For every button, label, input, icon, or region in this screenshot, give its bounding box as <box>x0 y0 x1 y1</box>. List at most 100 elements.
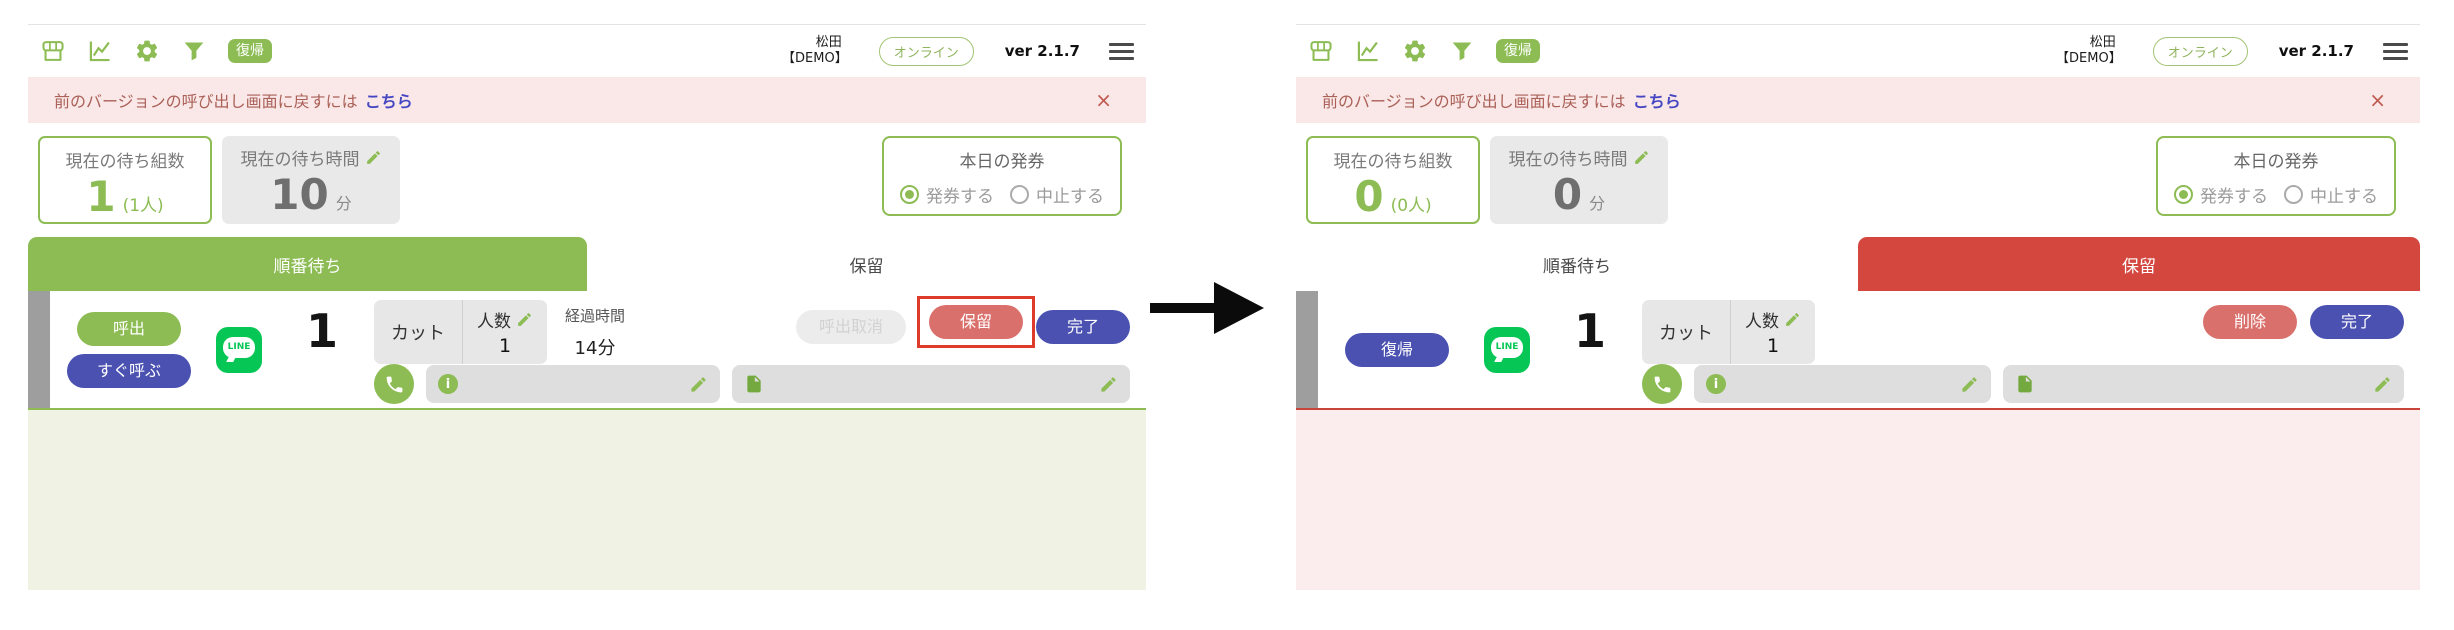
radio-stop-tickets[interactable]: 中止する <box>2284 182 2378 207</box>
cut-people-box: カット 人数 1 <box>1642 300 1815 364</box>
online-status-badge: オンライン <box>2152 36 2248 66</box>
radio-issue-tickets[interactable]: 発券する <box>900 182 994 207</box>
waiting-groups-label: 現在の待ち組数 <box>65 152 185 172</box>
storefront-icon[interactable] <box>40 38 66 64</box>
waiting-groups-value: 1 <box>86 172 116 221</box>
radio-unselected-icon[interactable] <box>2284 185 2303 204</box>
waiting-time-label: 現在の待ち時間 <box>1508 150 1628 170</box>
customer-info-field[interactable]: i <box>426 365 721 403</box>
waiting-list: 呼出 すぐ呼ぶ LINE 1 カット 人数 <box>28 291 1146 590</box>
pencil-icon[interactable] <box>365 149 382 166</box>
people-value: 1 <box>1766 335 1780 357</box>
waiting-groups-people: (1人) <box>122 196 164 216</box>
ticketing-title: 本日の発券 <box>959 152 1045 172</box>
screen-after: 復帰 松田 【DEMO】 オンライン ver 2.1.7 前のバージョンの呼び出… <box>1296 24 2420 590</box>
elapsed-value: 14分 <box>574 338 616 359</box>
document-icon <box>2015 374 2035 394</box>
close-icon[interactable]: × <box>1095 88 1112 112</box>
user-block: 松田 【DEMO】 <box>2056 35 2122 66</box>
filter-icon[interactable] <box>181 38 207 64</box>
storefront-icon[interactable] <box>1308 38 1334 64</box>
restore-badge[interactable]: 復帰 <box>1496 39 1540 63</box>
radio-unselected-icon[interactable] <box>1010 185 1029 204</box>
tab-waiting[interactable]: 順番待ち <box>28 237 587 291</box>
pencil-icon[interactable] <box>1784 311 1801 328</box>
waiting-groups-card: 現在の待ち組数 1 (1人) <box>38 136 212 224</box>
call-now-button[interactable]: すぐ呼ぶ <box>67 353 191 388</box>
pencil-icon[interactable] <box>1099 375 1118 394</box>
cut-label: カット <box>1642 300 1731 364</box>
hamburger-icon[interactable] <box>1109 42 1134 60</box>
chart-icon[interactable] <box>87 38 113 64</box>
queue-number: 1 <box>305 304 338 358</box>
line-icon: LINE <box>216 326 262 373</box>
customer-info-field[interactable]: i <box>1694 365 1991 403</box>
done-button[interactable]: 完了 <box>2310 305 2404 339</box>
screen-before: 復帰 松田 【DEMO】 オンライン ver 2.1.7 前のバージョンの呼び出… <box>28 24 1146 590</box>
hold-list: 復帰 LINE 1 カット 人数 <box>1296 291 2420 590</box>
radio-selected-icon[interactable] <box>900 185 919 204</box>
user-name: 松田 <box>815 35 842 51</box>
ticketing-card: 本日の発券 発券する 中止する <box>2156 136 2396 216</box>
waiting-time-card: 現在の待ち時間 0 分 <box>1490 136 1668 224</box>
memo-field[interactable] <box>732 365 1130 403</box>
stats-row: 現在の待ち組数 0 (0人) 現在の待ち時間 0 分 本日の発券 発券する <box>1296 123 2420 234</box>
notice-text: 前のバージョンの呼び出し画面に戻すには <box>1322 92 1626 111</box>
hold-button[interactable]: 保留 <box>929 305 1023 339</box>
waiting-groups-people: (0人) <box>1390 196 1432 216</box>
filter-icon[interactable] <box>1449 38 1475 64</box>
elapsed-time: 経過時間 14分 <box>565 300 625 360</box>
phone-icon[interactable] <box>374 364 414 404</box>
close-icon[interactable]: × <box>2369 88 2386 112</box>
queue-number: 1 <box>1573 304 1606 358</box>
waiting-groups-value: 0 <box>1354 172 1384 221</box>
version-notice-bar: 前のバージョンの呼び出し画面に戻すには こちら × <box>28 77 1146 123</box>
user-tag: 【DEMO】 <box>2056 51 2122 66</box>
waiting-groups-card: 現在の待ち組数 0 (0人) <box>1306 136 1480 224</box>
restore-badge[interactable]: 復帰 <box>228 39 272 63</box>
tab-waiting[interactable]: 順番待ち <box>1296 237 1858 291</box>
waiting-time-unit: 分 <box>1589 194 1606 213</box>
notice-text: 前のバージョンの呼び出し画面に戻すには <box>54 92 358 111</box>
cancel-call-button: 呼出取消 <box>796 309 906 344</box>
queue-row: 呼出 すぐ呼ぶ LINE 1 カット 人数 <box>28 291 1146 410</box>
cut-people-box: カット 人数 1 <box>374 300 547 364</box>
notice-link[interactable]: こちら <box>364 92 413 111</box>
document-icon <box>744 374 764 394</box>
radio-stop-tickets[interactable]: 中止する <box>1010 182 1104 207</box>
pencil-icon[interactable] <box>516 311 533 328</box>
people-label: 人数 <box>1745 312 1779 332</box>
tab-bar: 順番待ち 保留 <box>28 237 1146 291</box>
gear-icon[interactable] <box>134 38 160 64</box>
delete-button[interactable]: 削除 <box>2203 305 2297 339</box>
ticketing-title: 本日の発券 <box>2233 152 2319 172</box>
pencil-icon[interactable] <box>2373 375 2392 394</box>
drag-handle[interactable] <box>1296 291 1318 408</box>
tab-hold[interactable]: 保留 <box>587 237 1146 291</box>
notice-link[interactable]: こちら <box>1632 92 1681 111</box>
stats-row: 現在の待ち組数 1 (1人) 現在の待ち時間 10 分 本日の発券 発券する <box>28 123 1146 234</box>
hold-button-highlight: 保留 <box>917 296 1035 348</box>
memo-field[interactable] <box>2003 365 2404 403</box>
waiting-time-card: 現在の待ち時間 10 分 <box>222 136 400 224</box>
version-label: ver 2.1.7 <box>1004 42 1080 60</box>
version-label: ver 2.1.7 <box>2278 42 2354 60</box>
hamburger-icon[interactable] <box>2383 42 2408 60</box>
people-label: 人数 <box>477 312 511 332</box>
radio-issue-tickets[interactable]: 発券する <box>2174 182 2268 207</box>
waiting-time-value: 10 <box>270 170 329 219</box>
radio-selected-icon[interactable] <box>2174 185 2193 204</box>
restore-to-queue-button[interactable]: 復帰 <box>1345 332 1449 367</box>
chart-icon[interactable] <box>1355 38 1381 64</box>
phone-icon[interactable] <box>1642 364 1682 404</box>
pencil-icon[interactable] <box>1633 149 1650 166</box>
call-button[interactable]: 呼出 <box>77 311 181 346</box>
pencil-icon[interactable] <box>1960 375 1979 394</box>
drag-handle[interactable] <box>28 291 50 408</box>
pencil-icon[interactable] <box>689 375 708 394</box>
version-notice-bar: 前のバージョンの呼び出し画面に戻すには こちら × <box>1296 77 2420 123</box>
people-value: 1 <box>498 335 512 357</box>
tab-hold[interactable]: 保留 <box>1858 237 2420 291</box>
done-button[interactable]: 完了 <box>1036 309 1130 344</box>
gear-icon[interactable] <box>1402 38 1428 64</box>
